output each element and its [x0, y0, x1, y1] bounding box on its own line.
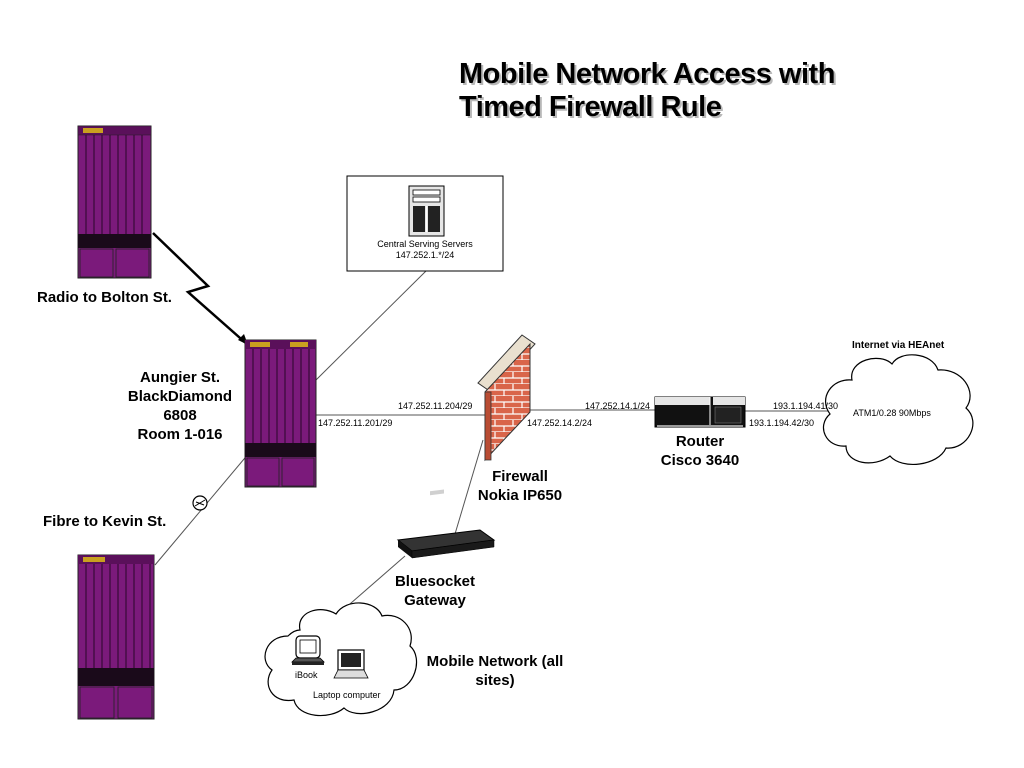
switch-chassis-icon [77, 125, 152, 279]
ip-router-inside: 147.252.14.1/24 [585, 401, 651, 411]
firewall-name: Firewall [492, 468, 548, 485]
aungier-line-1: Aungier St. [139, 369, 220, 386]
aungier-label: Aungier St. BlackDiamond 6808 Room 1-016 [120, 368, 240, 444]
router-icon [654, 396, 746, 428]
gateway-icon [396, 489, 496, 559]
title-line-2: Timed Firewall Rule [459, 91, 722, 123]
atm-label: ATM1/0.28 90Mbps [853, 408, 931, 418]
laptop-label: Laptop computer [313, 690, 381, 700]
internet-label: Internet via HEAnet [852, 340, 945, 351]
firewall-label: Firewall Nokia IP650 [470, 467, 570, 505]
ip-router-outside-a: 193.1.194.41/30 [773, 401, 839, 411]
ibook-icon [291, 635, 325, 665]
laptop-icon [333, 649, 369, 679]
firewall-wall-icon [477, 334, 536, 462]
mobile-network-line-2: sites) [475, 672, 515, 689]
router-label: Router Cisco 3640 [650, 432, 750, 470]
ip-fw-inside: 147.252.11.204/29 [398, 401, 473, 411]
servers-label: Central Serving Servers 147.252.1.*/24 [347, 239, 503, 261]
servers-name: Central Serving Servers [377, 239, 473, 249]
page-title: Mobile Network Access with Timed Firewal… [459, 58, 999, 124]
aungier-line-4: Room 1-016 [137, 426, 223, 443]
link-bd-servers [315, 269, 428, 381]
ip-bd-side: 147.252.11.201/29 [318, 418, 393, 428]
server-icon [408, 185, 445, 237]
radio-bolton-label: Radio to Bolton St. [37, 289, 172, 306]
title-line-1: Mobile Network Access with [459, 58, 835, 90]
mobile-network-label: Mobile Network (all sites) [410, 652, 580, 690]
ip-router-outside-b: 193.1.194.42/30 [749, 418, 815, 428]
firewall-model: Nokia IP650 [477, 487, 563, 504]
ip-fw-outside: 147.252.14.2/24 [527, 418, 593, 428]
cloud-icon [823, 354, 974, 465]
bluesocket-label: Bluesocket Gateway [390, 572, 480, 610]
fibre-kevin-label: Fibre to Kevin St. [43, 513, 167, 530]
switch-chassis-icon [77, 554, 155, 720]
aungier-line-3: 6808 [163, 407, 197, 424]
servers-subnet: 147.252.1.*/24 [395, 250, 455, 260]
bluesocket-name: Bluesocket [394, 573, 476, 590]
fibre-connector-icon [192, 495, 208, 511]
switch-chassis-icon [244, 339, 317, 488]
router-model: Cisco 3640 [660, 452, 740, 469]
aungier-line-2: BlackDiamond [127, 388, 233, 405]
link-firewall-gateway [454, 439, 484, 535]
router-name: Router [675, 433, 725, 450]
ibook-label: iBook [295, 670, 318, 680]
lightning-icon [152, 232, 249, 346]
mobile-network-line-1: Mobile Network (all [426, 653, 564, 670]
bluesocket-type: Gateway [404, 592, 466, 609]
